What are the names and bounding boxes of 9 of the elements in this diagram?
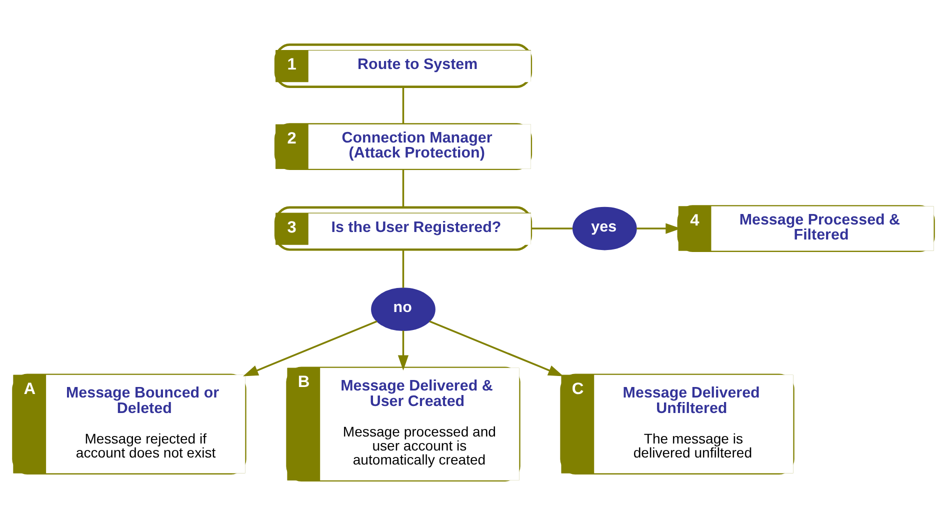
connector bbox=[531, 228, 572, 230]
arrow bbox=[429, 320, 564, 376]
connector bbox=[402, 250, 404, 288]
node-ellipse: yes bbox=[572, 206, 637, 250]
connector bbox=[402, 87, 404, 124]
node-ellipse: no bbox=[371, 288, 436, 331]
arrow bbox=[243, 320, 378, 376]
arrow bbox=[398, 330, 409, 370]
connector bbox=[402, 169, 404, 208]
